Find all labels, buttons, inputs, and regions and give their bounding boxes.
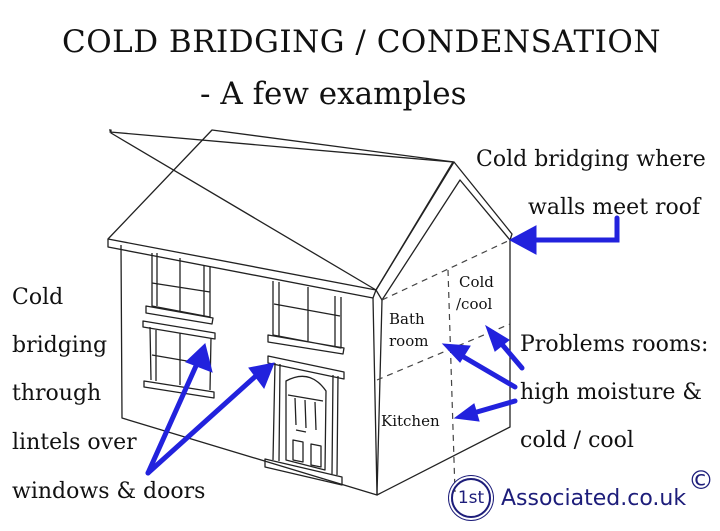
room-bathroom-label-1: Bath — [389, 310, 425, 328]
window-upper-left — [145, 253, 214, 325]
front-wall — [120, 244, 378, 496]
title-line-2: - A few examples — [200, 76, 467, 112]
arrow-bathroom-shaft — [459, 353, 518, 390]
lintel-label-3: through — [12, 381, 102, 406]
arrow-window-head — [185, 343, 213, 373]
lintel-label-5: windows & doors — [12, 479, 206, 504]
arrow-door-head — [248, 362, 275, 390]
room-kitchen-label: Kitchen — [381, 412, 440, 430]
problem-rooms-label-1: Problems rooms: — [520, 332, 709, 357]
window-upper-right — [267, 281, 345, 355]
floor-line-top — [381, 239, 511, 301]
roof-junction-label-1: Cold bridging where — [476, 147, 706, 172]
door-lintel — [267, 355, 345, 380]
room-cold-label-1: Cold — [459, 273, 494, 291]
door — [285, 375, 327, 471]
problem-rooms-label-2: high moisture & — [520, 380, 703, 405]
side-wall — [376, 240, 511, 496]
arrow-roof-head — [508, 225, 537, 255]
floor-line-mid — [376, 323, 511, 381]
arrow-roof — [529, 215, 620, 243]
problem-rooms-label-3: cold / cool — [520, 428, 634, 453]
lintel-label-4: lintels over — [12, 430, 137, 455]
door-step — [264, 458, 343, 486]
arrow-coldcool-head — [485, 324, 510, 352]
lintel-label-2: bridging — [12, 333, 108, 358]
logo: 1st Associated.co.uk — [451, 478, 686, 518]
arrow-bathroom-head — [441, 343, 471, 363]
room-cold-label-2: /cool — [456, 295, 493, 313]
copyright-icon: © — [688, 466, 714, 496]
roof-outline — [109, 129, 454, 291]
roof-fascia — [107, 239, 377, 299]
roof-junction-label-2: walls meet roof — [528, 195, 701, 220]
arrow-kitchen-shaft — [467, 398, 518, 417]
arrow-coldcool-shaft — [497, 339, 525, 371]
gable-barge — [375, 161, 513, 301]
room-divider — [447, 269, 456, 493]
arrow-kitchen-head — [453, 403, 480, 422]
logo-badge: 1st — [451, 478, 491, 518]
roof-top — [107, 129, 455, 291]
lintel-label-1: Cold — [12, 285, 64, 310]
arrow-door-shaft — [145, 371, 261, 476]
arrow-window-shaft — [145, 354, 203, 476]
logo-text: Associated.co.uk — [501, 485, 687, 511]
door-frame — [272, 362, 339, 476]
room-bathroom-label-2: room — [389, 332, 429, 350]
title-line-1: COLD BRIDGING / CONDENSATION — [62, 24, 661, 60]
